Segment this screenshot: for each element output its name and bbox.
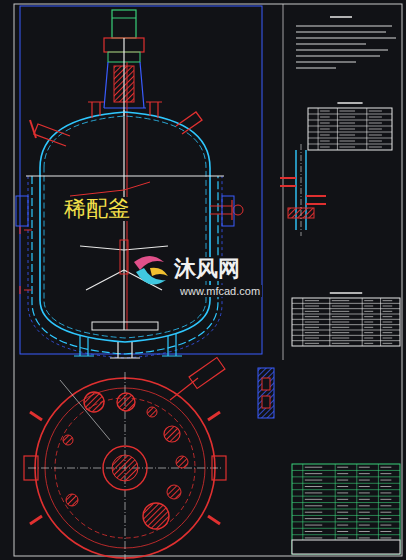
vessel-name: 稀配釜 <box>62 197 132 221</box>
watermark-url: www.mfcad.com <box>178 285 262 297</box>
watermark-logo <box>134 256 168 285</box>
watermark-text: 沐风网 <box>172 257 242 281</box>
